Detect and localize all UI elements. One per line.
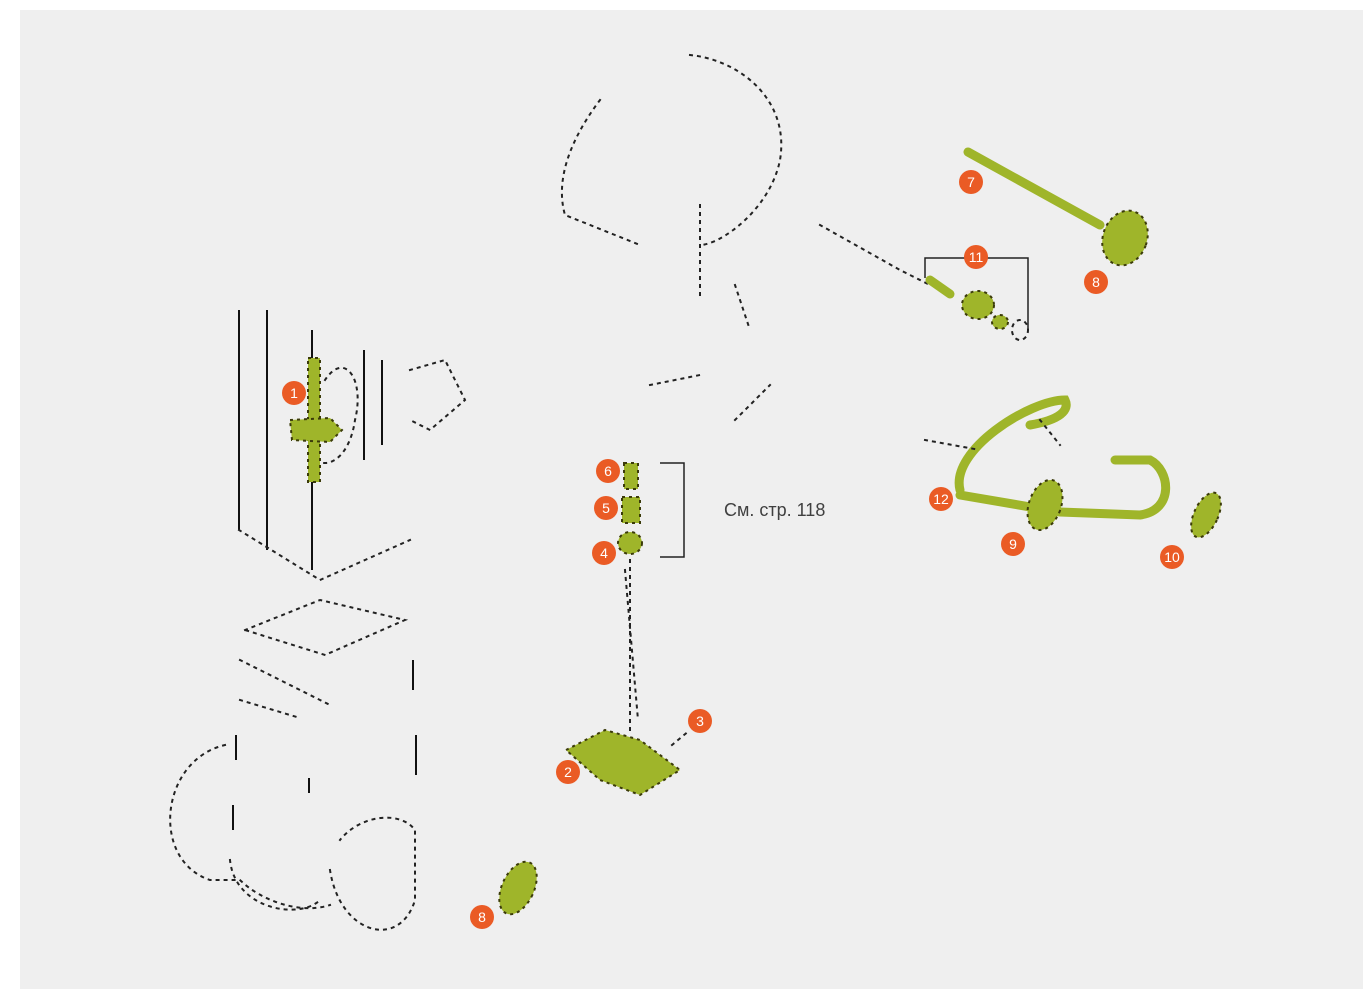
callout-1: 1 [282, 381, 306, 405]
callout-2: 2 [556, 760, 580, 784]
callout-7: 7 [959, 170, 983, 194]
callout-6: 6 [596, 459, 620, 483]
callout-4: 4 [592, 541, 616, 565]
part-11-components [818, 223, 1029, 341]
callout-3: 3 [688, 709, 712, 733]
belt-assembly [923, 395, 1222, 539]
chain-assembly [564, 462, 692, 797]
callout-10: 10 [1160, 545, 1184, 569]
reference-bracket [660, 462, 685, 558]
callout-11: 11 [964, 245, 988, 269]
callout-9: 9 [1001, 532, 1025, 556]
diagram-panel [20, 10, 1363, 989]
part-1-shaft [288, 357, 344, 483]
part-7-shaft-assembly [963, 147, 1149, 267]
page-reference-text: См. стр. 118 [724, 500, 826, 520]
callout-12: 12 [929, 487, 953, 511]
callout-5: 5 [594, 496, 618, 520]
part-8-bottom-sprocket [498, 860, 538, 916]
upper-assembly-lineart [561, 53, 783, 422]
callout-8-lower: 8 [470, 905, 494, 929]
callout-8-upper: 8 [1084, 270, 1108, 294]
